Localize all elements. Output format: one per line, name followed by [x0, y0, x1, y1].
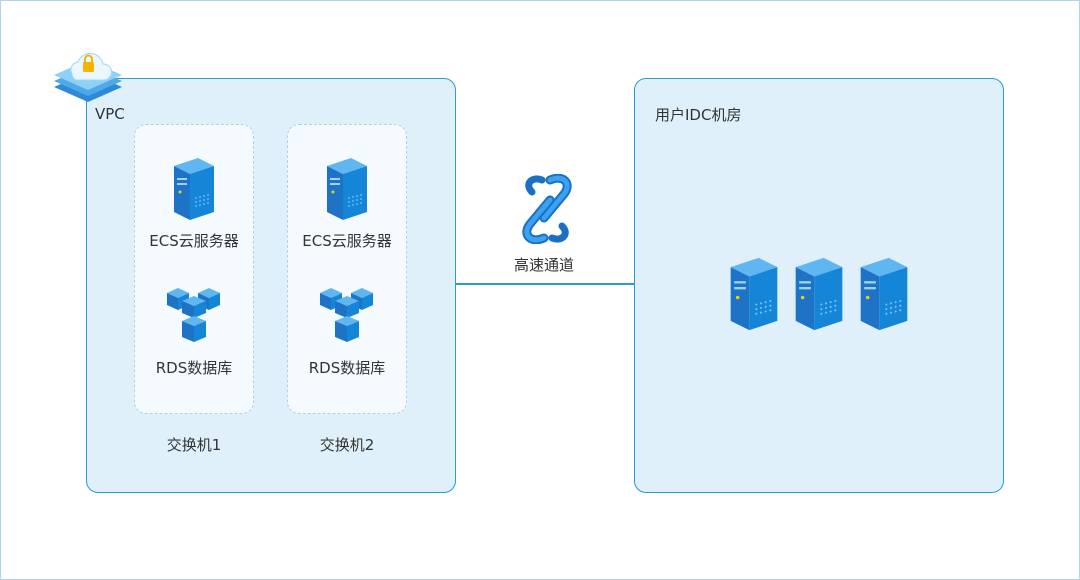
- vpc-label: VPC: [95, 105, 125, 123]
- switch-label-1: 交换机1: [166, 436, 222, 454]
- vpc-cloud-lock-icon: [54, 52, 122, 102]
- rds-db-label-2: RDS数据库: [308, 359, 386, 377]
- server-icon: [860, 257, 908, 331]
- server-icon: [795, 257, 843, 331]
- server-icon: [174, 158, 214, 220]
- ecs-server-label-1: ECS云服务器: [149, 232, 239, 250]
- connection-line: [456, 283, 635, 285]
- express-connect-label: 高速通道: [513, 256, 574, 274]
- database-cubes-icon: [167, 288, 220, 342]
- server-icon: [730, 257, 778, 331]
- rds-db-label-1: RDS数据库: [155, 359, 233, 377]
- database-cubes-icon: [320, 288, 373, 342]
- express-connect-icon: [522, 174, 572, 244]
- idc-label: 用户IDC机房: [655, 106, 742, 124]
- server-icon: [327, 158, 367, 220]
- ecs-server-label-2: ECS云服务器: [302, 232, 392, 250]
- switch-label-2: 交换机2: [319, 436, 375, 454]
